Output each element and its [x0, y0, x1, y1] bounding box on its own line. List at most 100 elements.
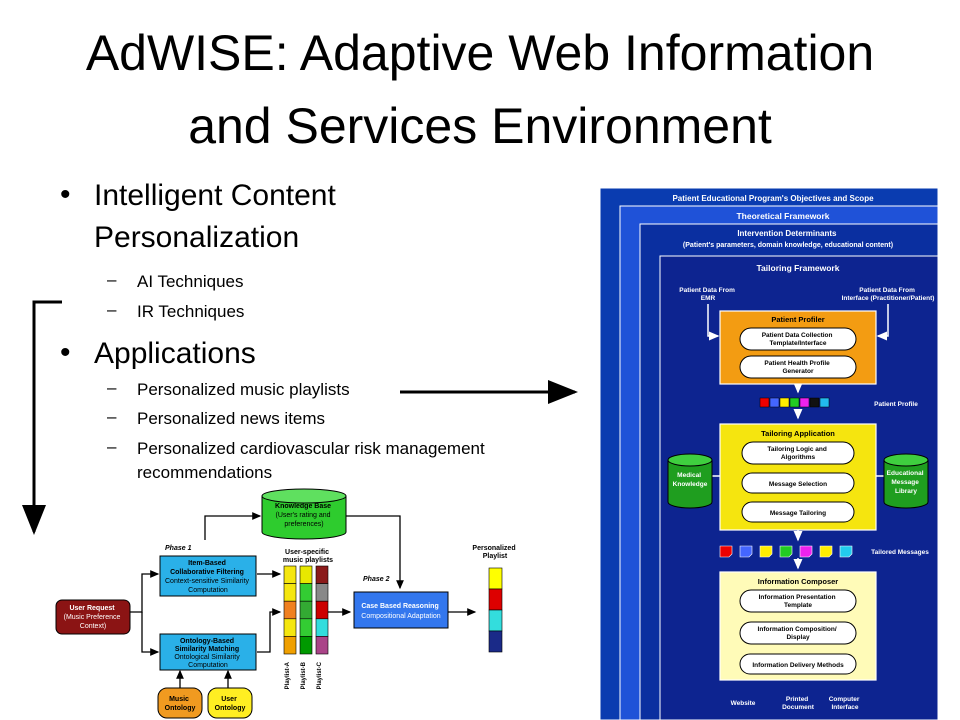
- svg-text:Intervention Determinants: Intervention Determinants (Patient's par…: [683, 229, 893, 249]
- playlist-cell: [315, 636, 329, 655]
- profiler-item2-line2: Generator: [782, 368, 814, 375]
- emr-line2: EMR: [701, 295, 716, 302]
- medical-knowledge-line1: Medical: [677, 472, 701, 479]
- bullet-applications: Applications: [94, 337, 256, 370]
- profiler-title: Patient Profiler: [771, 315, 824, 324]
- composer-item3: Information Delivery Methods: [752, 662, 844, 669]
- dash: –: [107, 270, 117, 289]
- message-swatch: [799, 545, 813, 558]
- ont-line4: Computation: [188, 662, 228, 669]
- user-playlists-line1: User-specific: [285, 549, 329, 556]
- playlist-cell: [283, 618, 297, 637]
- svg-text:Patient Health Profile Gen: Patient Health Profile Generator: [764, 360, 831, 375]
- layer-objectives: Patient Educational Program's Objectives…: [672, 194, 874, 203]
- edu-library-line2: Message: [891, 479, 919, 486]
- message-swatch: [719, 545, 733, 558]
- profiler-item1-line2: Template/Interface: [770, 340, 827, 347]
- tailored-messages-label: Tailored Messages: [871, 549, 929, 556]
- sub-cardio-risk: Personalized cardiovascular risk managem…: [137, 439, 485, 458]
- output-computer-line1: Computer: [829, 696, 860, 703]
- phase2-label: Phase 2: [363, 576, 390, 583]
- personalized-playlist-cell: [488, 567, 503, 590]
- item-cf-title1: Item-Based: [188, 560, 226, 567]
- bullet-dot: •: [60, 178, 71, 211]
- dash: –: [107, 300, 117, 319]
- profile-swatch: [809, 397, 820, 408]
- profiler-item1-line1: Patient Data Collection: [762, 332, 833, 339]
- svg-text:Music Ontology: Music Ontology: [165, 696, 196, 712]
- slide-title-line2: and Services Environment: [188, 98, 772, 154]
- cbr-line2: Compositional Adaptation: [361, 613, 440, 620]
- layer-theoretical: Theoretical Framework: [736, 211, 829, 221]
- layer-intervention: Intervention Determinants: [737, 229, 837, 238]
- profile-swatch: [789, 397, 800, 408]
- bullet-intelligent-content-line1: Intelligent Content: [94, 179, 336, 212]
- svg-text:Patient Data From EMR: Patient Data From EMR: [679, 287, 736, 302]
- output-website: Website: [731, 700, 756, 707]
- profiler-item2-line1: Patient Health Profile: [764, 360, 830, 367]
- output-computer-line2: Interface: [831, 704, 858, 711]
- user-ontology-line1: User: [221, 696, 237, 703]
- svg-text:Knowledge Base (User's rat: Knowledge Base (User's rating and prefer…: [275, 503, 333, 528]
- tailoring-item2: Message Selection: [769, 481, 827, 488]
- item-cf-line3: Context-sensitive Similarity: [165, 578, 250, 585]
- composer-item1-line1: Information Presentation: [759, 594, 836, 601]
- svg-text:Case Based Reasoning Compo: Case Based Reasoning Compositional Adapt…: [361, 603, 440, 620]
- message-swatch: [779, 545, 793, 558]
- profile-swatch: [769, 397, 780, 408]
- personalized-playlist-cell: [488, 630, 503, 653]
- left-bracket-arrow: [22, 300, 62, 535]
- svg-text:User-specific music playli: User-specific music playlists: [283, 549, 333, 564]
- personalized-playlist-cell: [488, 609, 503, 632]
- medical-knowledge-line2: Knowledge: [673, 481, 708, 488]
- playlist-b-label: Playlist-B: [301, 661, 307, 689]
- playlist-cell: [299, 636, 313, 655]
- personalized-playlist-line2: Playlist: [483, 553, 508, 560]
- playlist-cell: [315, 600, 329, 620]
- svg-text:User Ontology: User Ontology: [215, 696, 246, 712]
- personalized-playlist-line1: Personalized: [472, 545, 515, 552]
- message-swatch: [739, 545, 753, 558]
- message-swatch: [819, 545, 833, 558]
- slide-title-line1: AdWISE: Adaptive Web Information: [85, 25, 875, 81]
- svg-text:User Request (Music Prefer: User Request (Music Preference Context): [64, 605, 123, 630]
- sub-news-items: Personalized news items: [137, 409, 326, 428]
- playlist-c-label: Playlist-C: [317, 661, 323, 689]
- playlist-cell: [299, 600, 313, 620]
- user-request-line2: (Music Preference: [64, 614, 121, 621]
- playlist-cell: [299, 583, 313, 602]
- svg-text:Tailoring Logic and Algori: Tailoring Logic and Algorithms: [767, 446, 828, 461]
- sub-music-playlists: Personalized music playlists: [137, 380, 350, 399]
- sub-ir-techniques: IR Techniques: [137, 302, 245, 321]
- svg-text:Printed Document: Printed Document: [782, 696, 815, 711]
- edu-library-line3: Library: [895, 488, 917, 495]
- bullet-intelligent-content-line2: Personalization: [94, 221, 300, 254]
- svg-text:Patient Data Collection Te: Patient Data Collection Template/Interfa…: [762, 332, 835, 347]
- playlist-cell: [283, 583, 297, 602]
- svg-text:Ontology-Based Similarity: Ontology-Based Similarity Matching Ontol…: [174, 638, 241, 669]
- music-ontology-line1: Music: [169, 696, 189, 703]
- sub-recommendations: recommendations: [137, 463, 273, 482]
- playlist-cell: [283, 600, 297, 620]
- tailoring-title: Tailoring Application: [761, 429, 835, 438]
- interface-line2: Interface (Practitioner/Patient): [842, 295, 935, 302]
- edu-library-line1: Educational: [887, 470, 924, 477]
- sub-ai-techniques: AI Techniques: [137, 272, 244, 291]
- layer-intervention-sub: (Patient's parameters, domain knowledge,…: [683, 242, 893, 249]
- kb-title: Knowledge Base: [275, 503, 331, 510]
- bullet-dot: •: [60, 336, 71, 369]
- tailoring-item3: Message Tailoring: [770, 510, 826, 517]
- kb-line3: preferences): [284, 521, 323, 528]
- music-ontology-line2: Ontology: [165, 705, 196, 712]
- health-diagram: Patient Educational Program's Objectives…: [599, 187, 939, 720]
- user-request-line3: Context): [80, 623, 106, 630]
- ont-line3: Ontological Similarity: [174, 654, 240, 661]
- svg-text:Information Presentation T: Information Presentation Template: [759, 594, 838, 609]
- personalized-playlist-cell: [488, 588, 503, 611]
- playlist-cell: [315, 618, 329, 637]
- output-printed-line1: Printed: [786, 696, 808, 703]
- profile-swatch: [779, 397, 790, 408]
- user-request-title: User Request: [69, 605, 115, 612]
- playlist-cell: [283, 565, 297, 584]
- user-playlists-line2: music playlists: [283, 557, 333, 564]
